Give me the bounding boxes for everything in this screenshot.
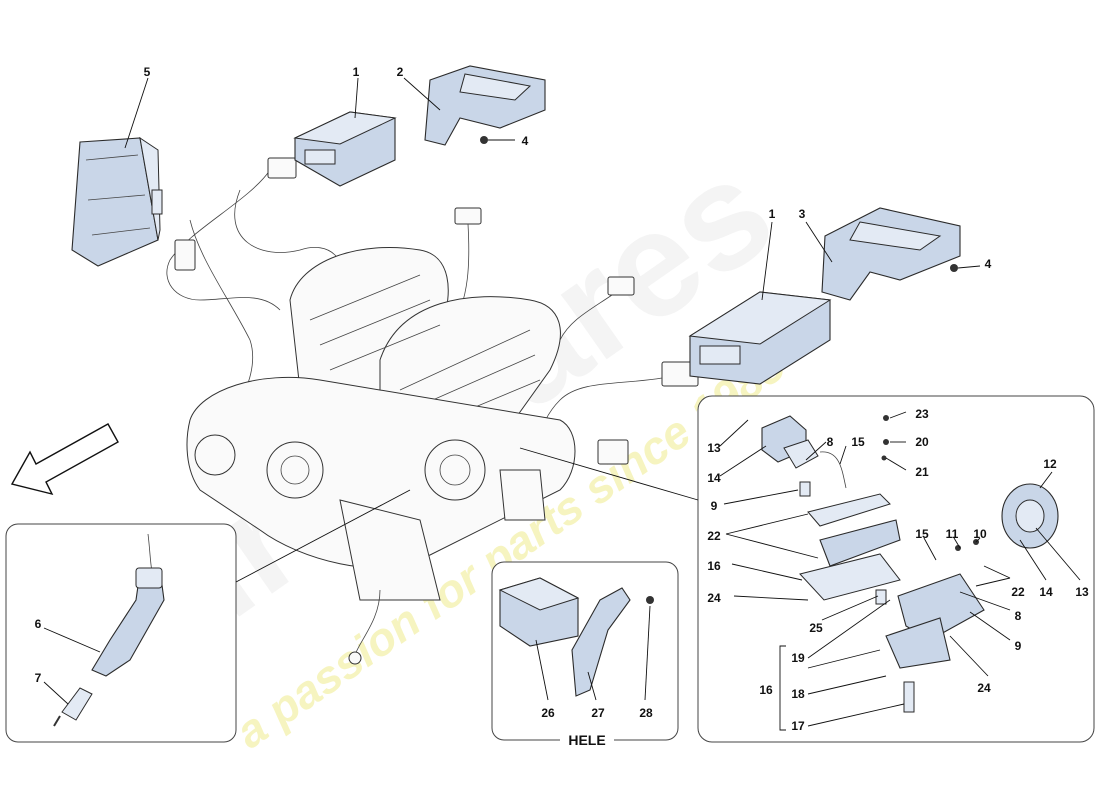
callout-12: 12: [1043, 457, 1057, 471]
callout-27: 27: [591, 706, 605, 720]
callout-8-top: 8: [827, 435, 834, 449]
callout-24-bottom: 24: [977, 681, 991, 695]
callout-labels: 5 1 2 4 1 3 4 6 7 26 27 28 8 23 13 20 14…: [35, 65, 1089, 733]
part-25-sensor: [875, 589, 887, 605]
callout-14-right: 14: [1039, 585, 1053, 599]
callout-13-right: 13: [1075, 585, 1089, 599]
part-22-cover: [807, 493, 901, 567]
leader-lines: [43, 77, 1081, 727]
part-12-cam-actuator: [1001, 483, 1059, 549]
callout-14-left: 14: [707, 471, 721, 485]
callout-6: 6: [35, 617, 42, 631]
callout-25: 25: [809, 621, 823, 635]
engine-assembly: [166, 157, 699, 665]
part-15-pipe: [819, 451, 847, 489]
callout-24-left: 24: [707, 591, 721, 605]
callout-2: 2: [397, 65, 404, 79]
callout-4-upper: 4: [522, 134, 529, 148]
part-1-ecu-right: [688, 291, 832, 385]
part-2-bracket: [424, 65, 546, 146]
callout-1-upper: 1: [353, 65, 360, 79]
callout-13-left: 13: [707, 441, 721, 455]
callout-8-bottom: 8: [1015, 609, 1022, 623]
callout-22-left: 22: [707, 529, 721, 543]
part-4-bolt-upper: [480, 136, 488, 144]
inset-hele: HELE: [491, 561, 679, 749]
part-26-hele-module: [498, 577, 580, 647]
part-3-bracket: [821, 207, 961, 301]
part-8-solenoid: [761, 415, 819, 469]
callout-4-right: 4: [985, 257, 992, 271]
callout-16-top: 16: [707, 559, 721, 573]
callout-21: 21: [915, 465, 929, 479]
part-7-spark-plug: [53, 687, 93, 727]
callout-18: 18: [791, 687, 805, 701]
callout-15-mid: 15: [915, 527, 929, 541]
part-27-hele-bracket: [571, 587, 631, 697]
part-20-21-23-bolts: [881, 415, 889, 461]
part-16-housing: [799, 553, 985, 669]
callout-16-group: 16: [759, 683, 773, 697]
part-6-ignition-coil: [91, 567, 165, 677]
callout-11: 11: [946, 527, 959, 541]
inset-hele-title: HELE: [568, 732, 605, 748]
callout-7: 7: [35, 671, 42, 685]
inset-camshaft-pointer: [519, 447, 699, 501]
callout-1-right: 1: [769, 207, 776, 221]
part-28-hele-bolt: [646, 596, 654, 604]
front-direction-arrow-icon: [10, 423, 119, 496]
callout-26: 26: [541, 706, 555, 720]
part-4-bolt-right: [950, 264, 958, 272]
callout-10: 10: [973, 527, 987, 541]
callout-22-right: 22: [1011, 585, 1025, 599]
inset-ignition-pointer: [235, 489, 411, 583]
callout-28: 28: [639, 706, 653, 720]
inset-ignition-coil: [5, 489, 411, 743]
part-5-control-unit: [71, 136, 163, 267]
callout-5: 5: [144, 65, 151, 79]
callout-20: 20: [915, 435, 929, 449]
part-17-sensor: [903, 681, 915, 713]
callout-3: 3: [799, 207, 806, 221]
group-16-bracket: [779, 645, 786, 731]
inset-camshaft-frame: [697, 395, 1095, 743]
callout-15-top: 15: [851, 435, 865, 449]
callout-23: 23: [915, 407, 929, 421]
part-1-ecu-upper: [293, 111, 397, 187]
part-9-seal: [799, 481, 811, 497]
callout-9-bottom: 9: [1015, 639, 1022, 653]
inset-camshaft-actuators: [519, 395, 1095, 743]
callout-19: 19: [791, 651, 805, 665]
callout-9-top: 9: [711, 499, 718, 513]
callout-17: 17: [791, 719, 805, 733]
